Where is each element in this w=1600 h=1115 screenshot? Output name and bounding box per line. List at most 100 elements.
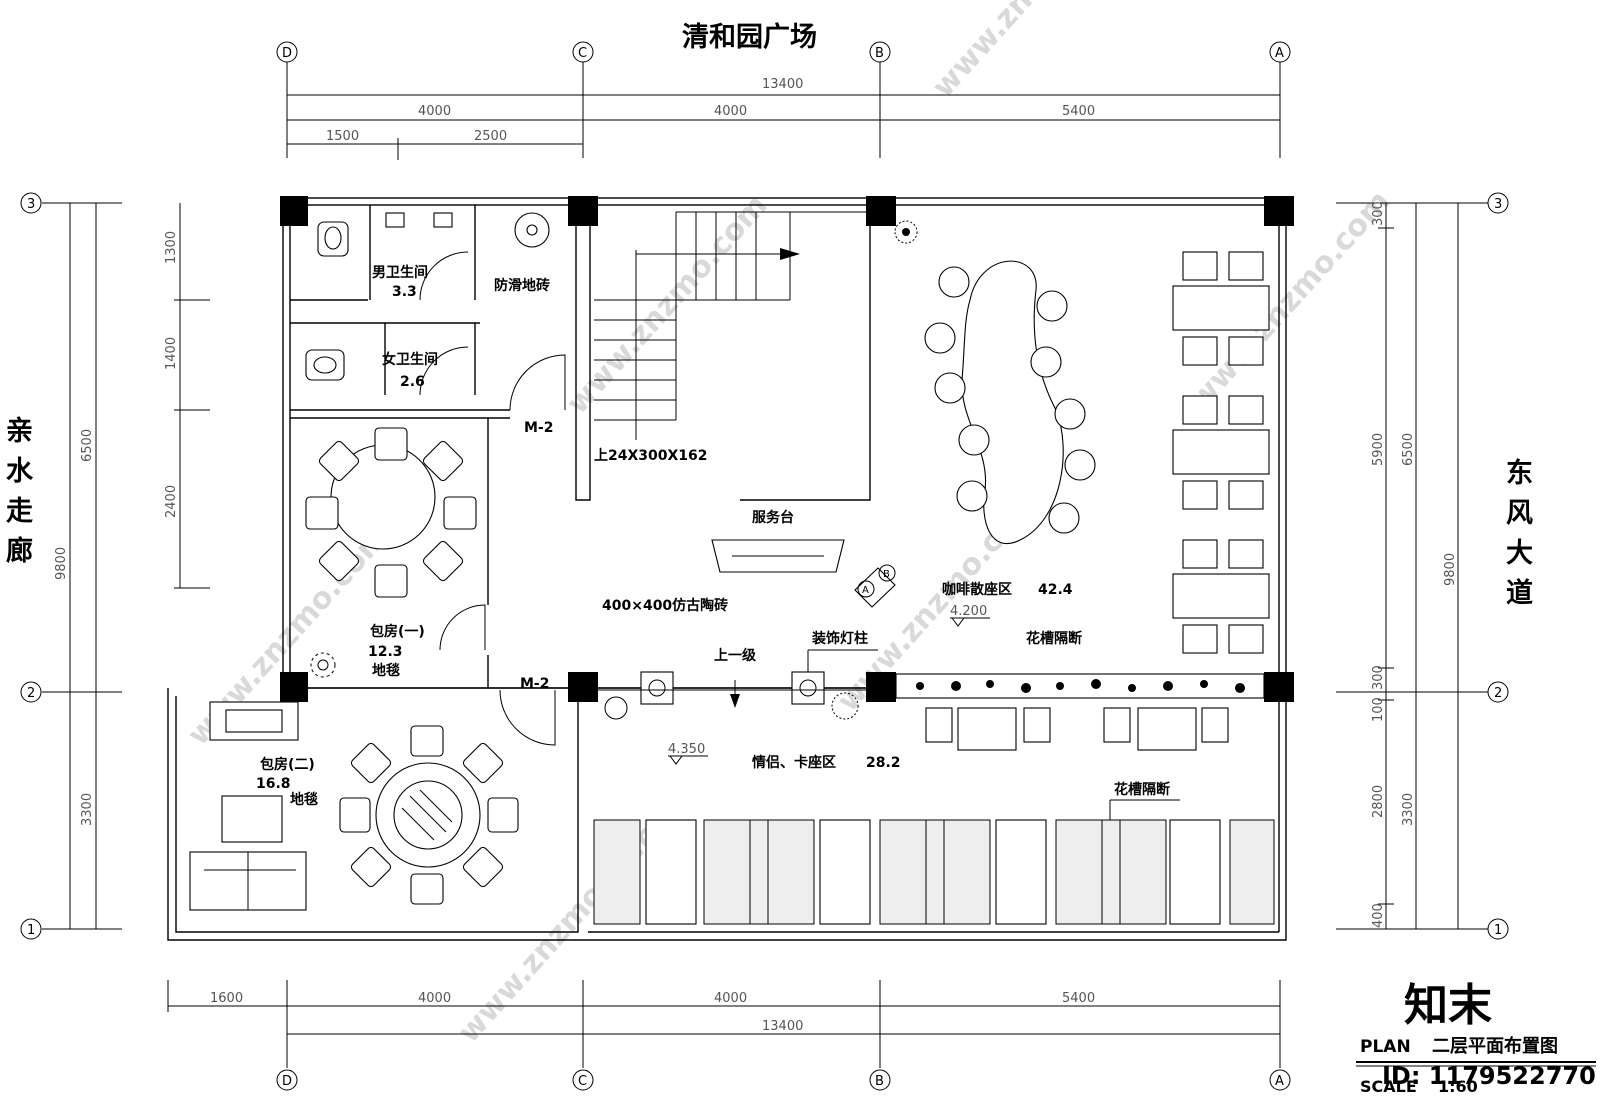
dim-bottom-bay-1: 1600 <box>210 991 243 1006</box>
svg-text:大: 大 <box>1506 538 1533 569</box>
section-mark-a: A <box>862 585 869 596</box>
grid-axis-top: D C B A <box>276 41 1291 158</box>
grid-label-1-right: 1 <box>1494 923 1502 938</box>
private-room-2-furniture <box>189 701 519 911</box>
service-desk <box>711 539 845 573</box>
structural-column <box>866 672 896 702</box>
men-wc-label: 男卫生间 <box>372 264 428 281</box>
dim-right-inner-5: 2800 <box>1371 785 1386 818</box>
stair-direction-arrow-icon <box>780 248 800 260</box>
dim-bottom-bay-4: 5400 <box>1062 991 1095 1006</box>
dim-top-sub-1: 1500 <box>326 129 359 144</box>
structural-column <box>568 196 598 226</box>
watermark-6: www.znzmo.com <box>926 0 1141 105</box>
service-desk-label: 服务台 <box>752 509 794 526</box>
svg-text:廊: 廊 <box>6 535 33 567</box>
grid-label-1-left: 1 <box>27 923 35 938</box>
structural-column <box>1264 196 1294 226</box>
grid-label-c-top: C <box>578 46 587 61</box>
carpet-label: 地毯 <box>290 791 318 808</box>
light-post-label: 装饰灯柱 <box>811 630 868 647</box>
planter-label: 花槽隔断 <box>1114 781 1170 798</box>
grid-label-3-right: 3 <box>1494 197 1502 212</box>
room-labels: 男卫生间 3.3 女卫生间 2.6 防滑地砖 M-2 M-2 上24X300X1… <box>256 264 1170 808</box>
scale-label: SCALE <box>1360 1077 1417 1096</box>
structural-column <box>568 672 598 702</box>
drawing-id: ID: 1179522770 <box>1382 1062 1596 1090</box>
level-b-text: 4.350 <box>668 742 705 757</box>
dim-right-mid-1: 6500 <box>1401 433 1416 466</box>
women-wc-area: 2.6 <box>400 374 425 390</box>
grid-label-b-top: B <box>875 46 884 61</box>
dim-right-outer: 9800 <box>1443 553 1458 586</box>
stairs-label: 上24X300X162 <box>594 448 708 464</box>
grid-label-2-left: 2 <box>27 686 35 701</box>
right-street-title: 东 风 大 道 <box>1506 457 1533 609</box>
dim-left-inner-2: 1400 <box>164 337 179 370</box>
doors <box>419 251 566 746</box>
structural-column <box>280 672 308 702</box>
dim-left-inner-3: 2400 <box>164 485 179 518</box>
plant-icon <box>604 692 859 720</box>
cafe-booths <box>1172 251 1270 654</box>
wc-fixtures <box>305 212 550 381</box>
plan-label: PLAN <box>1360 1037 1411 1057</box>
level-markers <box>668 617 990 765</box>
step-down-arrow-icon <box>730 694 740 708</box>
private-room-1-table <box>305 427 477 598</box>
top-street-title: 清和园广场 <box>682 22 817 53</box>
dim-right-mid-2: 3300 <box>1401 793 1416 826</box>
section-mark-b: B <box>883 569 890 580</box>
svg-text:道: 道 <box>1506 577 1533 609</box>
cafe-label: 咖啡散座区 <box>942 581 1012 598</box>
svg-text:东: 东 <box>1506 457 1533 489</box>
dim-top-bay-3: 5400 <box>1062 104 1095 119</box>
men-wc-area: 3.3 <box>392 284 417 300</box>
cafe-bar-counter <box>924 260 1096 545</box>
flower-planter-partition <box>895 673 1265 699</box>
grid-label-d-top: D <box>282 46 292 61</box>
step-up-label: 上一级 <box>714 647 757 664</box>
plant-icon <box>894 220 918 244</box>
carpet-label: 地毯 <box>372 662 400 679</box>
private-room-1-area: 12.3 <box>368 644 403 660</box>
grid-label-a-top: A <box>1275 46 1284 61</box>
svg-text:亲: 亲 <box>6 416 33 447</box>
planter-plants <box>916 679 1245 693</box>
dim-top-sub-2: 2500 <box>474 129 507 144</box>
dim-right-inner-1: 300 <box>1371 201 1386 226</box>
logo-mark: 知末 <box>1404 980 1492 1031</box>
dim-left-low: 3300 <box>80 793 95 826</box>
section-marker-icon: B A <box>854 564 896 608</box>
grid-label-2-right: 2 <box>1494 686 1502 701</box>
dim-top-total: 13400 <box>762 77 803 92</box>
left-street-title: 亲 水 走 廊 <box>6 416 34 567</box>
dim-bottom-total: 13400 <box>762 1019 803 1034</box>
svg-text:走: 走 <box>6 496 33 527</box>
svg-text:风: 风 <box>1506 498 1533 529</box>
scale-value: 1:60 <box>1438 1077 1478 1096</box>
door-m2-label: M-2 <box>520 676 549 692</box>
women-wc-label: 女卫生间 <box>382 351 438 368</box>
dim-right-inner-4: 100 <box>1371 697 1386 722</box>
dim-top-bay-2: 4000 <box>714 104 747 119</box>
left-dimensions: 3 2 1 9800 6500 3300 1300 1400 2400 <box>20 192 210 940</box>
grid-label-3-left: 3 <box>27 197 35 212</box>
structural-column <box>280 196 308 226</box>
dim-right-inner-3: 300 <box>1371 665 1386 690</box>
couple-area-value: 28.2 <box>866 755 901 771</box>
structural-column <box>866 196 896 226</box>
tile-label: 400×400仿古陶砖 <box>602 597 728 614</box>
decorative-light-posts <box>598 649 878 705</box>
building-walls <box>167 196 1294 941</box>
anti-slip-tile-label: 防滑地砖 <box>494 277 550 294</box>
grid-axis-bottom: 1600 4000 4000 5400 13400 D C B A <box>167 980 1291 1091</box>
staircase <box>594 211 870 440</box>
private-room-2-area: 16.8 <box>256 776 291 792</box>
dim-bottom-bay-2: 4000 <box>418 991 451 1006</box>
plan-name: 二层平面布置图 <box>1432 1035 1558 1057</box>
couple-booths <box>925 707 1229 751</box>
grid-label-c-bottom: C <box>578 1074 587 1089</box>
right-dimensions: 3 2 1 300 5900 300 100 2800 400 6500 330… <box>1336 192 1509 940</box>
